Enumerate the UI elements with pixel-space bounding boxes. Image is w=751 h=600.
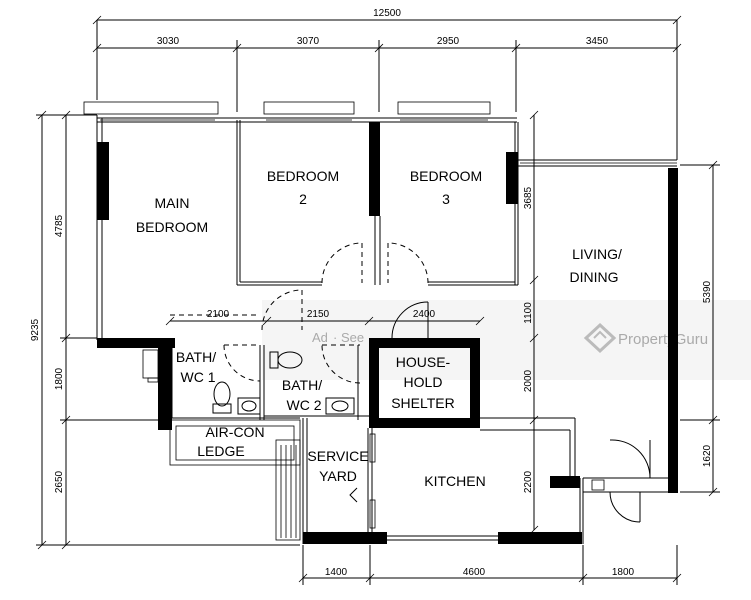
shelter-label-line3: SHELTER — [391, 395, 455, 411]
watermark-brand: PropertyGuru — [618, 331, 708, 348]
dim-right-2: 1620 — [702, 444, 713, 467]
dim-top-1: 3030 — [157, 36, 180, 47]
toilet-2-icon — [269, 351, 303, 369]
shelter-label-line1: HOUSE- — [396, 354, 451, 370]
dim-inner-right-2: 1100 — [523, 302, 534, 324]
service-yard-label-line2: YARD — [319, 468, 357, 484]
dim-inner-top-3: 2400 — [413, 309, 436, 320]
dim-left-1: 4785 — [54, 214, 65, 237]
dim-left-3: 2650 — [54, 470, 65, 493]
aircon-ledge-label-line1: AIR-CON — [205, 424, 264, 440]
living-dining-label-line2: DINING — [570, 269, 619, 285]
dim-top-4: 3450 — [586, 36, 609, 47]
right-dimensions: 5390 1620 — [680, 160, 720, 497]
kitchen-label: KITCHEN — [424, 473, 485, 489]
dim-top-3: 2950 — [437, 36, 460, 47]
dim-bottom-3: 1800 — [612, 567, 635, 578]
bedroom-3-label-line2: 3 — [442, 191, 450, 207]
dim-inner-top-2: 2150 — [307, 309, 330, 320]
dim-inner-right-3: 2000 — [523, 369, 534, 392]
dim-inner-right-4: 2200 — [523, 470, 534, 493]
main-bedroom-label-line1: MAIN — [155, 195, 190, 211]
dim-top-2: 3070 — [297, 36, 320, 47]
bath-wc-2-label-line2: WC 2 — [287, 397, 322, 413]
door-swings — [170, 242, 651, 523]
basin-2-icon — [325, 397, 355, 415]
toilet-1-icon — [212, 381, 232, 414]
sanitary-fixtures — [212, 351, 355, 415]
living-dining-label-line1: LIVING/ — [572, 246, 622, 262]
dim-bottom-2: 4600 — [463, 567, 486, 578]
bedroom-2-label-line1: BEDROOM — [267, 168, 339, 184]
bedroom-2-label-line2: 2 — [299, 191, 307, 207]
bedroom-3-label-line1: BEDROOM — [410, 168, 482, 184]
bath-wc-1-label-line2: WC 1 — [181, 369, 216, 385]
top-windows — [83, 101, 517, 123]
dim-bottom-1: 1400 — [325, 567, 348, 578]
dim-right-1: 5390 — [702, 280, 713, 303]
dim-overall-width: 12500 — [373, 8, 401, 19]
inner-right-dimensions: 3685 1100 2000 2200 — [523, 110, 539, 535]
bath-wc-2-label-line1: BATH/ — [282, 377, 322, 393]
watermark-tag: Ad — [312, 330, 328, 345]
propertyguru-logo-icon — [583, 322, 617, 354]
svg-text:· See: · See — [333, 330, 364, 345]
dim-left-total: 9235 — [30, 318, 41, 341]
walls — [96, 115, 678, 544]
left-dimensions: 9235 4785 1800 2650 — [30, 110, 300, 550]
bottom-dimensions: 1400 4600 1800 — [298, 545, 682, 585]
main-bedroom-label-line2: BEDROOM — [136, 219, 208, 235]
shelter-label-line2: HOLD — [404, 374, 443, 390]
dim-inner-right-1: 3685 — [523, 186, 534, 209]
basin-1-icon — [237, 397, 261, 415]
dim-left-2: 1800 — [54, 367, 65, 390]
bath-wc-1-label-line1: BATH/ — [176, 349, 216, 365]
service-yard-label-line1: SERVICE — [307, 448, 368, 464]
aircon-ledge-label-line2: LEDGE — [197, 443, 244, 459]
top-dimensions: 12500 3030 3070 2950 3450 — [92, 8, 682, 160]
room-labels: MAIN BEDROOM BEDROOM 2 BEDROOM 3 LIVING/… — [136, 168, 622, 489]
